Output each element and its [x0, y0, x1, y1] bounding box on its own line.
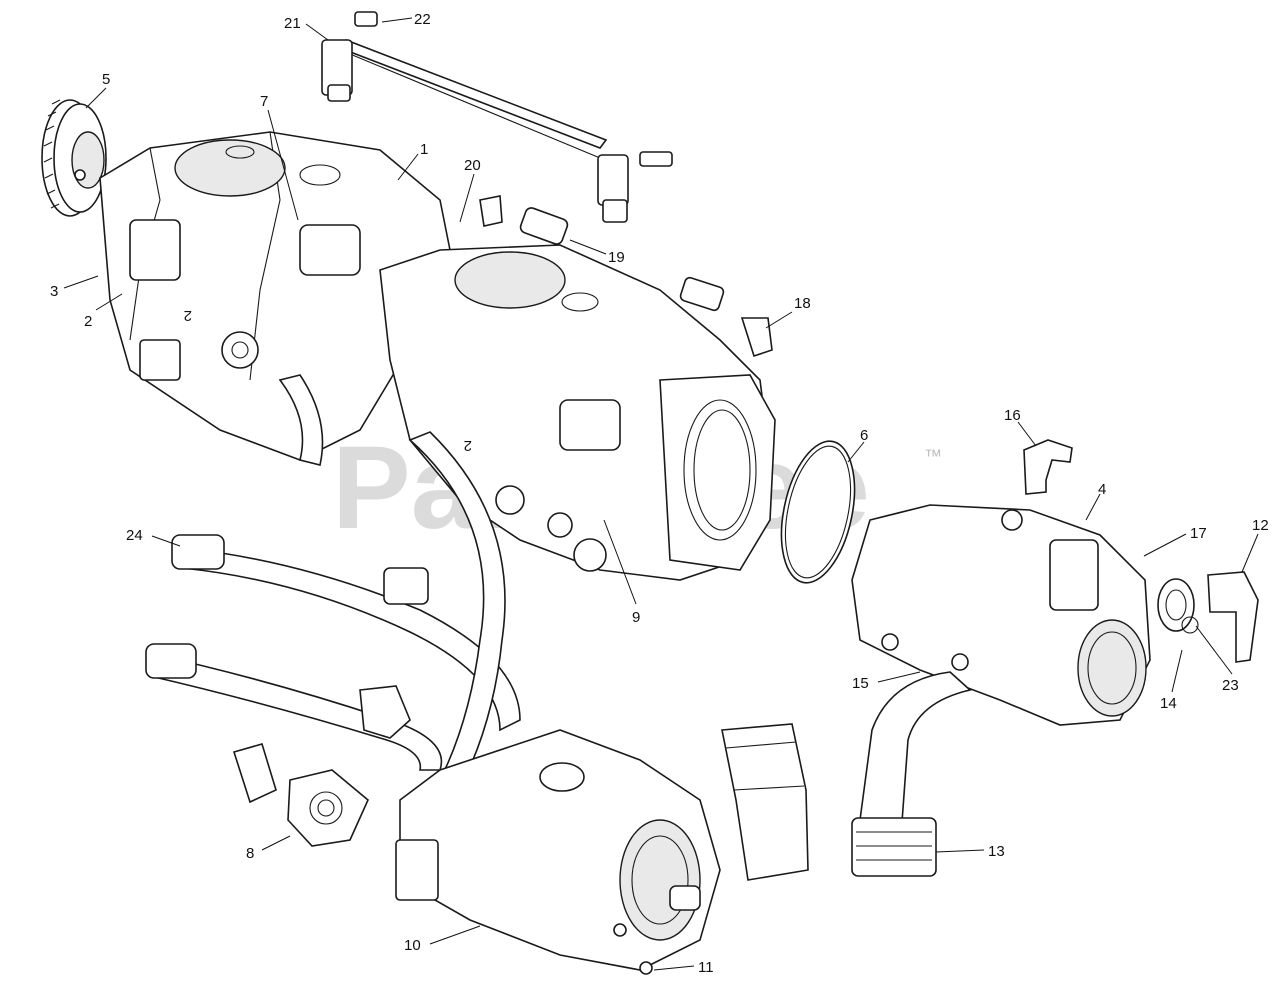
elbow-fitting-16	[1023, 439, 1073, 495]
leader-8	[261, 835, 291, 851]
pump-marking-left: 2	[184, 307, 192, 324]
leader-23	[1195, 625, 1233, 675]
callout-20: 20	[464, 157, 481, 174]
leader-11	[653, 965, 695, 971]
leader-12	[1241, 533, 1259, 573]
leader-15	[877, 671, 921, 683]
drive-gear	[41, 99, 107, 217]
leader-2	[95, 293, 123, 311]
leader-4	[1085, 493, 1101, 521]
callout-7: 7	[260, 93, 268, 110]
leader-24	[151, 535, 181, 547]
callout-5: 5	[102, 71, 110, 88]
callout-6: 6	[860, 427, 868, 444]
callout-10: 10	[404, 937, 421, 954]
leader-6	[847, 441, 865, 463]
callout-16: 16	[1004, 407, 1021, 424]
callout-21: 21	[284, 15, 301, 32]
leader-5	[85, 87, 107, 109]
o-ring	[780, 440, 856, 584]
callout-labels: 1 2 3 4 5 6 7 8 9 10 11 12 13 14 15 16 1…	[50, 11, 1269, 976]
callout-17: 17	[1190, 525, 1207, 542]
charge-pump-housing	[851, 504, 1151, 726]
leader-7	[267, 109, 299, 221]
coupler-sleeve	[721, 723, 809, 881]
callout-leaders	[63, 17, 1259, 971]
callout-11: 11	[698, 959, 714, 976]
callout-8: 8	[246, 845, 254, 862]
tandem-pump-left: 2	[99, 131, 451, 466]
leader-20	[459, 173, 475, 223]
callout-14: 14	[1160, 695, 1177, 712]
callout-23: 23	[1222, 677, 1239, 694]
leader-3	[63, 275, 99, 289]
leader-17	[1143, 533, 1187, 557]
callout-3: 3	[50, 283, 58, 300]
leader-21	[305, 23, 329, 41]
leader-14	[1171, 649, 1183, 693]
adapter-flange-8	[232, 743, 369, 847]
fittings-right	[1157, 571, 1259, 663]
hydraulic-motor-10	[395, 729, 721, 975]
hose-assemblies	[145, 431, 521, 785]
callout-18: 18	[794, 295, 811, 312]
leader-9	[603, 519, 637, 605]
tube-assembly-top	[321, 11, 673, 223]
callout-22: 22	[414, 11, 431, 28]
leader-16	[1017, 421, 1037, 447]
watermark-trademark: ™	[924, 446, 942, 466]
callout-9: 9	[632, 609, 640, 626]
leader-19	[569, 239, 607, 255]
callout-24: 24	[126, 527, 143, 544]
leader-22	[381, 17, 413, 23]
callout-12: 12	[1252, 517, 1269, 534]
callout-4: 4	[1098, 481, 1106, 498]
fittings-19-20	[479, 195, 773, 358]
bent-tube-13	[851, 671, 972, 877]
leader-18	[765, 311, 793, 329]
leader-13	[935, 849, 985, 853]
callout-2: 2	[84, 313, 92, 330]
callout-19: 19	[608, 249, 625, 266]
leader-10	[429, 925, 481, 945]
callout-13: 13	[988, 843, 1005, 860]
leader-1	[397, 153, 419, 181]
callout-15: 15	[852, 675, 869, 692]
callout-1: 1	[420, 141, 428, 158]
pump-marking-center: 2	[464, 437, 472, 454]
